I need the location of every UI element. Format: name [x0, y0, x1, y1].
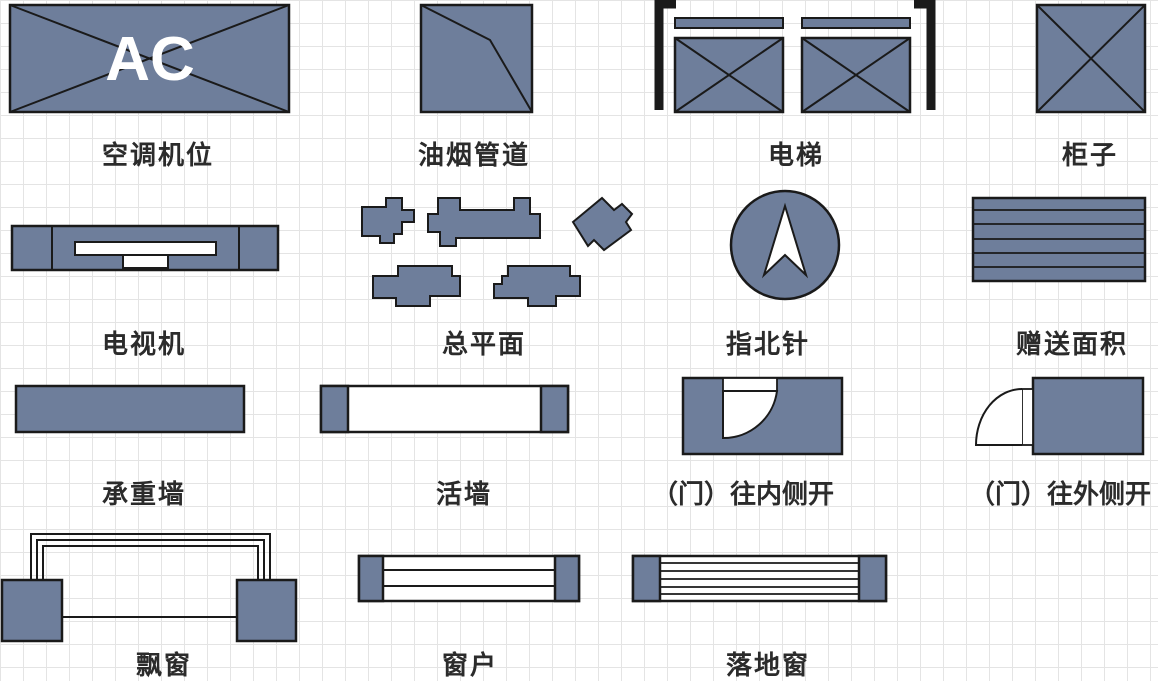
movable-wall-symbol — [319, 384, 570, 434]
label-elevator: 电梯 — [767, 141, 825, 171]
bearing-wall-symbol — [14, 384, 246, 434]
north-arrow-symbol — [729, 189, 841, 301]
label-tv: 电视机 — [101, 330, 187, 360]
window-symbol — [357, 554, 581, 603]
label-french-window: 落地窗 — [725, 651, 811, 681]
tv-symbol — [10, 224, 280, 272]
bonus-area-symbol — [971, 196, 1147, 283]
label-bonus-area: 赠送面积 — [1015, 330, 1129, 360]
label-ac-unit: 空调机位 — [101, 141, 215, 171]
label-door-inward: （门）往内侧开 — [651, 480, 835, 510]
door-inward-symbol — [681, 376, 844, 456]
label-movable-wall: 活墙 — [435, 480, 493, 510]
flue-duct-symbol — [419, 3, 534, 114]
label-compass: 指北针 — [725, 330, 811, 360]
label-site-plan: 总平面 — [441, 330, 527, 360]
ac-unit-symbol: AC — [8, 3, 291, 114]
label-door-outward: （门）往外侧开 — [968, 480, 1152, 510]
site-plan-symbol — [361, 196, 634, 307]
door-outward-symbol — [974, 376, 1145, 456]
ac-badge: AC — [105, 25, 195, 94]
cabinet-symbol — [1035, 3, 1147, 114]
french-window-symbol — [631, 554, 888, 603]
label-bay-window: 飘窗 — [135, 651, 193, 681]
label-cabinet: 柜子 — [1061, 141, 1119, 171]
label-window: 窗户 — [441, 651, 499, 681]
elevator-symbol — [654, 0, 936, 114]
label-bearing-wall: 承重墙 — [101, 480, 187, 510]
bay-window-symbol — [0, 533, 298, 643]
label-flue-duct: 油烟管道 — [417, 141, 531, 171]
